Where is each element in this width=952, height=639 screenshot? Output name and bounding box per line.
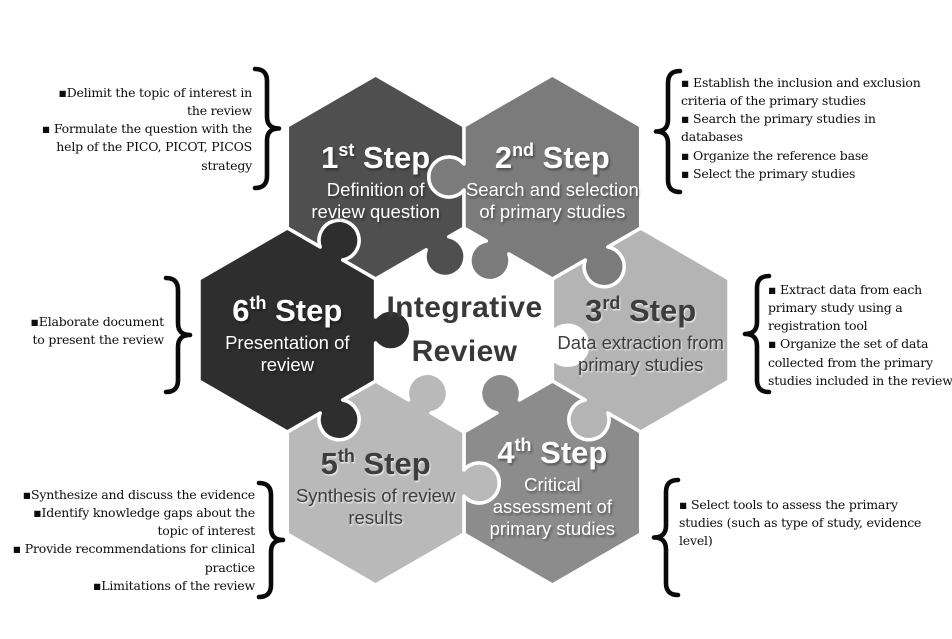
step-6-subtitle-line: review [261, 354, 315, 375]
bullet-item: ▪Synthesize and discuss the evidence [22, 487, 255, 502]
step-3-subtitle-line: Data extraction from [557, 332, 724, 353]
step-4-subtitle-line: Critical [524, 474, 581, 495]
annotation-step-2: ▪ Establish the inclusion and exclusion … [681, 74, 929, 183]
bullet-item: ▪ Organize the reference base [681, 147, 869, 163]
step-6-title: 6th Step [232, 293, 342, 328]
bullet-item: ▪ Search the primary studies in database… [681, 111, 876, 145]
bullet-item: ▪ Provide recommendations for clinical p… [12, 541, 255, 575]
diagram-center-title: Integrative Review [354, 286, 575, 374]
brace-step-3 [742, 273, 772, 395]
annotation-step-5: ▪Synthesize and discuss the evidence ▪Ide… [3, 486, 255, 595]
brace-step-6 [163, 275, 193, 395]
brace-step-4 [651, 477, 681, 598]
step-4-subtitle-line: assessment of [493, 496, 613, 517]
bullet-item: ▪Limitations of the review [93, 577, 255, 593]
bullet-item: ▪ Extract data from each primary study u… [768, 282, 923, 334]
step-2-subtitle-line: of primary studies [479, 201, 625, 222]
step-4-subtitle-line: primary studies [490, 518, 615, 539]
step-2-title: 2nd Step [495, 140, 610, 175]
bullet-item: ▪Identify knowledge gaps about the topic… [33, 505, 255, 539]
bullet-item: ▪ Establish the inclusion and exclusion … [681, 75, 921, 109]
step-5-subtitle-line: results [348, 507, 403, 528]
step-3-subtitle-line: primary studies [578, 354, 703, 375]
brace-step-2 [653, 68, 683, 195]
bullet-item: ▪ Select the primary studies [681, 165, 856, 181]
step-4-title: 4th Step [497, 435, 607, 470]
annotation-step-6: ▪Elaborate document to present the revie… [22, 313, 165, 349]
brace-step-1 [252, 66, 282, 191]
annotation-step-3: ▪ Extract data from each primary study u… [768, 281, 952, 390]
center-title-line2: Review [411, 335, 518, 368]
step-1-subtitle-line: review question [311, 201, 440, 222]
bullet-item: ▪Delimit the topic of interest in the re… [58, 85, 252, 119]
callout-braces [163, 66, 772, 600]
step-1-subtitle-line: Definition of [327, 179, 426, 200]
step-1-title: 1st Step [321, 140, 430, 175]
bullet-item: ▪ Organize the set of data collected fro… [768, 336, 952, 388]
step-3-title: 3rd Step [585, 293, 696, 328]
puzzle-piece-step-6 [197, 218, 413, 442]
annotation-step-1: ▪Delimit the topic of interest in the re… [38, 84, 252, 175]
step-2-subtitle-line: Search and selection [466, 179, 639, 200]
puzzle-piece-step-2 [427, 73, 643, 289]
center-title-line1: Integrative [386, 291, 543, 324]
annotation-step-4: ▪ Select tools to assess the primary stu… [679, 496, 933, 550]
brace-step-5 [256, 480, 286, 600]
step-5-title: 5th Step [321, 446, 431, 481]
bullet-item: ▪Elaborate document to present the revie… [30, 314, 165, 348]
step-5-subtitle-line: Synthesis of review [296, 485, 456, 506]
puzzle-pieces [197, 73, 731, 587]
bullet-item: ▪ Select tools to assess the primary stu… [679, 497, 922, 549]
bullet-item: ▪ Formulate the question with the help o… [41, 121, 252, 173]
step-6-subtitle-line: Presentation of [225, 332, 350, 353]
